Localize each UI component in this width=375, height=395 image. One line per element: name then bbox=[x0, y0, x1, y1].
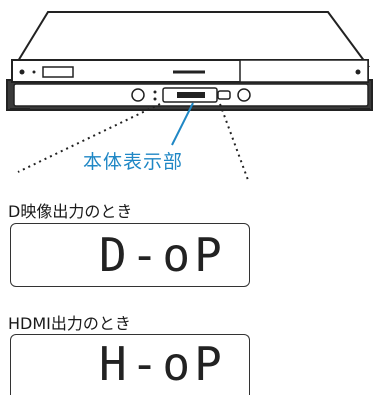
round-button-icon bbox=[131, 88, 145, 102]
display-caption: HDMI出力のとき bbox=[8, 314, 131, 333]
device-foot bbox=[350, 108, 370, 111]
lcd-panel: D-oP bbox=[10, 223, 250, 287]
display-segment bbox=[177, 92, 205, 98]
callout-label: 本体表示部 bbox=[83, 151, 184, 173]
round-button-icon bbox=[237, 88, 251, 102]
leader-line-left bbox=[17, 103, 161, 173]
display-caption: D映像出力のとき bbox=[8, 202, 133, 221]
sensor-dot-icon bbox=[153, 97, 157, 101]
device-foot bbox=[10, 108, 30, 111]
lcd-readout: D-oP bbox=[99, 228, 226, 282]
callout-pointer bbox=[171, 102, 194, 146]
right-led-icon bbox=[355, 69, 361, 75]
power-led-icon bbox=[19, 69, 25, 75]
device-top-panel bbox=[13, 11, 370, 67]
small-button-icon bbox=[217, 90, 231, 100]
lcd-panel: H-oP bbox=[10, 334, 250, 395]
leader-line-right bbox=[219, 103, 249, 181]
indicator-dot-icon bbox=[32, 70, 36, 74]
sensor-dot-icon bbox=[153, 90, 157, 94]
card-slot bbox=[42, 66, 74, 78]
lcd-readout: H-oP bbox=[99, 337, 226, 391]
front-door-panel bbox=[239, 59, 369, 83]
